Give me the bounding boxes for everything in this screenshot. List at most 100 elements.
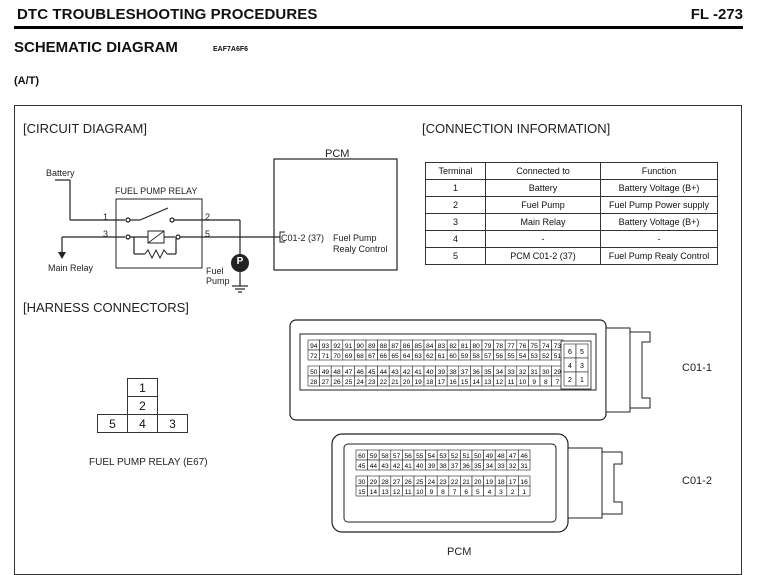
pin-number: 9 (532, 379, 536, 386)
table-cell: - (485, 230, 601, 248)
pin-number: 59 (461, 353, 469, 360)
pin-number: 77 (507, 343, 515, 350)
pin-number: 83 (438, 343, 446, 350)
pin-number: 46 (521, 453, 529, 460)
pcm-label: PCM (325, 148, 350, 160)
pin-number: 60 (358, 453, 366, 460)
pin-number: 32 (509, 463, 517, 470)
pin-number: 38 (449, 369, 457, 376)
pin-number: 12 (496, 379, 504, 386)
pin-number: 52 (451, 453, 459, 460)
relay-connector-label: FUEL PUMP RELAY (E67) (89, 457, 208, 468)
pin-number: 22 (380, 379, 388, 386)
pin-number: 5 (580, 349, 584, 356)
pin-number: 41 (405, 463, 413, 470)
pin-number: 6 (464, 489, 468, 496)
pin-number: 60 (449, 353, 457, 360)
pin-number: 56 (405, 453, 413, 460)
pin-number: 53 (439, 453, 447, 460)
pin-number: 8 (441, 489, 445, 496)
pin-number: 21 (463, 479, 471, 486)
header-rule (14, 26, 743, 29)
pcm-connector-label: PCM (447, 546, 472, 558)
pin-number: 2 (511, 489, 515, 496)
pcm-function-line2: Realy Control (333, 244, 388, 254)
pin-number: 62 (426, 353, 434, 360)
table-cell: 4 (425, 230, 486, 248)
pin-number: 14 (370, 489, 378, 496)
pin-number: 72 (310, 353, 318, 360)
pin-number: 24 (428, 479, 436, 486)
relay-cell: 2 (127, 396, 158, 415)
pin-number: 91 (345, 343, 353, 350)
pin-number: 61 (438, 353, 446, 360)
pin-number: 59 (370, 453, 378, 460)
pin-number: 53 (531, 353, 539, 360)
page-number: FL -273 (690, 6, 743, 23)
main-relay-label: Main Relay (48, 263, 94, 273)
pcm-pin-label: C01-2 (37) (281, 233, 325, 243)
pin-number: 16 (449, 379, 457, 386)
pin-number: 36 (463, 463, 471, 470)
pcm-box (273, 158, 398, 271)
pin-cell (575, 371, 589, 387)
relay-pin-3: 3 (103, 229, 109, 239)
pin-number: 27 (322, 379, 330, 386)
pin-number: 42 (403, 369, 411, 376)
pcm-function-line1: Fuel Pump (333, 233, 377, 243)
pin-number: 35 (484, 369, 492, 376)
pin-number: 7 (453, 489, 457, 496)
pin-number: 19 (486, 479, 494, 486)
pin-number: 65 (391, 353, 399, 360)
pin-number: 17 (509, 479, 517, 486)
pin-number: 89 (368, 343, 376, 350)
pin-number: 18 (426, 379, 434, 386)
pin-number: 4 (488, 489, 492, 496)
pin-number: 37 (461, 369, 469, 376)
pin-number: 80 (473, 343, 481, 350)
table-cell: 3 (425, 213, 486, 231)
connection-info-title: [CONNECTION INFORMATION] (422, 121, 611, 136)
pin-number: 49 (322, 369, 330, 376)
pin-number: 67 (368, 353, 376, 360)
pin-number: 28 (310, 379, 318, 386)
pin-number: 31 (531, 369, 539, 376)
pin-number: 15 (358, 489, 366, 496)
pin-number: 63 (415, 353, 423, 360)
schematic-title: SCHEMATIC DIAGRAM (14, 39, 178, 56)
relay-cell: 4 (127, 414, 158, 433)
main-relay-arrow (58, 252, 66, 259)
pin-number: 3 (499, 489, 503, 496)
pin-number: 44 (370, 463, 378, 470)
pin-number: 3 (580, 363, 584, 370)
relay-pin-1: 1 (103, 212, 109, 222)
pump-symbol-letter: P (236, 256, 244, 267)
schematic-code: EAF7A6F6 (213, 46, 249, 53)
pin-number: 36 (473, 369, 481, 376)
pin-number: 20 (403, 379, 411, 386)
column-header: Function (600, 162, 718, 180)
table-cell: Fuel Pump (485, 196, 601, 214)
pin-number: 58 (473, 353, 481, 360)
table-cell: Battery Voltage (B+) (600, 213, 718, 231)
pin-number: 54 (428, 453, 436, 460)
pin-number: 25 (345, 379, 353, 386)
pin-number: 1 (522, 489, 526, 496)
pin-number: 42 (393, 463, 401, 470)
table-cell: Battery Voltage (B+) (600, 179, 718, 197)
pin-number: 58 (381, 453, 389, 460)
pin-number: 7 (556, 379, 560, 386)
c01-1-label: C01-1 (682, 362, 712, 374)
relay-label: FUEL PUMP RELAY (115, 186, 198, 196)
relay-connector-face: 1 2 5 4 3 (90, 378, 190, 434)
pin-number: 11 (508, 379, 515, 386)
relay-pin-2: 2 (205, 212, 211, 222)
pin-number: 23 (439, 479, 447, 486)
pin-number: 13 (381, 489, 389, 496)
